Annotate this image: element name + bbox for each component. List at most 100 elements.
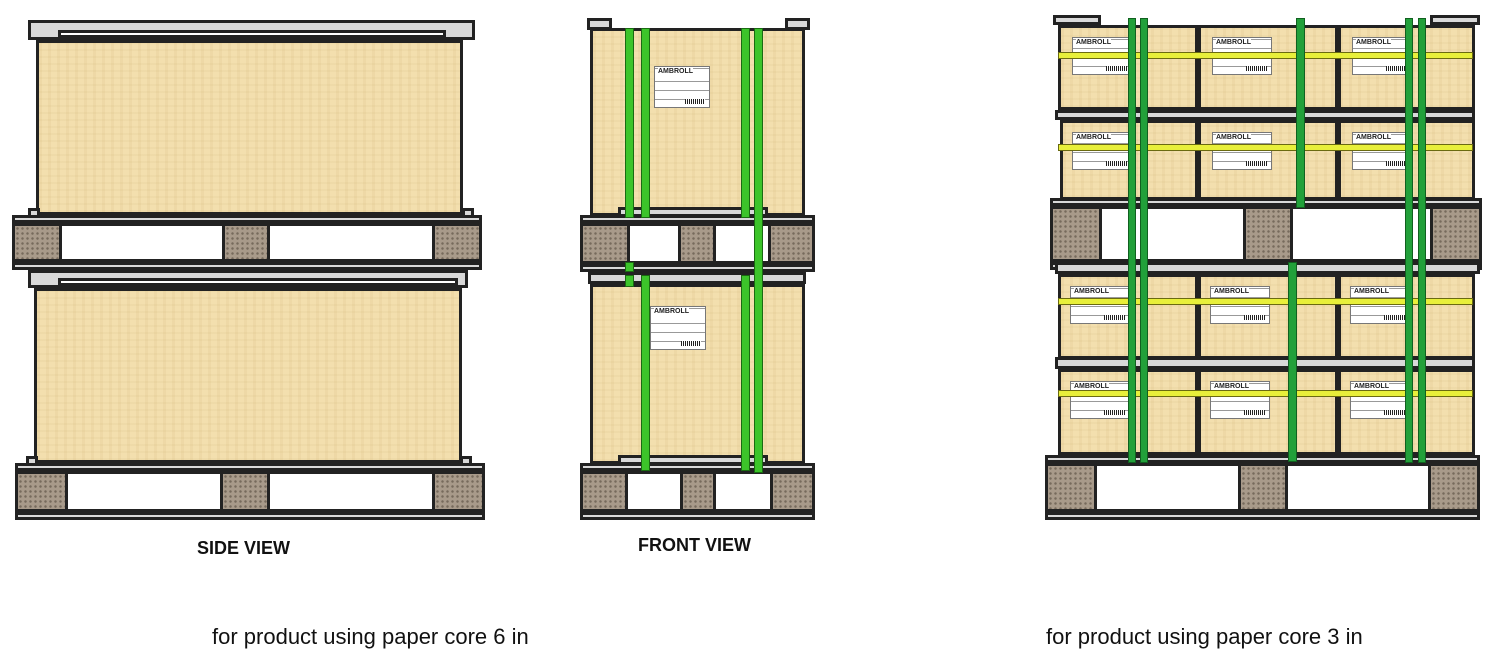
right-pallet-lower-top-deck — [1045, 455, 1480, 463]
box-divider — [1335, 25, 1341, 110]
right-pallet-lower-bottom-deck — [1045, 512, 1480, 520]
barcode-icon — [1106, 66, 1127, 71]
green-strap — [1405, 18, 1413, 463]
box-divider — [1335, 120, 1341, 200]
right-pallet-upper-block — [1430, 206, 1482, 262]
right-pallet-upper-block — [1050, 206, 1102, 262]
side-pallet-lower-top-deck — [15, 463, 485, 471]
front-mid-cap — [588, 272, 806, 284]
barcode-icon — [1386, 161, 1407, 166]
green-strap — [1288, 262, 1297, 462]
barcode-icon — [1104, 410, 1125, 415]
strap — [625, 262, 634, 272]
side-pallet-lower-bottom-deck — [15, 512, 485, 520]
side-pallet-upper-top-deck — [12, 215, 482, 223]
side-lower-box — [34, 288, 462, 463]
box-divider — [1195, 369, 1201, 455]
barcode-icon — [1244, 410, 1265, 415]
product-label: AMBROLL — [1072, 132, 1132, 170]
product-label: AMBROLL — [1350, 286, 1410, 324]
side-upper-box — [36, 40, 463, 215]
barcode-icon — [1104, 315, 1125, 320]
barcode-icon — [1246, 161, 1267, 166]
product-label: AMBROLL — [1352, 132, 1412, 170]
box-divider — [1195, 25, 1201, 110]
barcode-icon — [681, 341, 701, 346]
row-separator — [1055, 357, 1475, 369]
box-divider — [1195, 274, 1201, 359]
right-pallet-lower-block — [1238, 463, 1288, 512]
front-pallet-lower-block — [680, 471, 716, 512]
side-top-gap — [58, 30, 446, 38]
product-label: AMBROLL — [1212, 132, 1272, 170]
green-strap — [1418, 18, 1426, 463]
yellow-strap — [1058, 52, 1473, 59]
front-pallet-lower-top-deck — [580, 463, 815, 471]
yellow-strap — [1058, 144, 1473, 151]
front-pallet-lower-bottom-deck — [580, 512, 815, 520]
label-logo-text: AMBROLL — [1074, 383, 1109, 391]
strap — [641, 28, 650, 218]
side-mid-gap — [58, 278, 458, 286]
strap — [625, 28, 634, 218]
product-label: AMBROLL — [1070, 381, 1130, 419]
front-pallet-lower-block — [580, 471, 628, 512]
strap — [741, 28, 750, 218]
side-pallet-lower-block — [220, 471, 270, 512]
barcode-icon — [1106, 161, 1127, 166]
strap — [754, 28, 763, 473]
front-upper-box — [590, 28, 805, 216]
box-divider — [1335, 369, 1341, 455]
side-pallet-upper-block — [12, 223, 62, 262]
label-logo-text: AMBROLL — [658, 68, 693, 76]
side-pallet-upper-block — [222, 223, 270, 262]
green-strap — [1140, 18, 1148, 463]
barcode-icon — [1246, 66, 1267, 71]
yellow-strap — [1058, 298, 1473, 305]
label-logo-text: AMBROLL — [1354, 288, 1389, 296]
side-pallet-lower-block — [432, 471, 485, 512]
product-label: AMBROLL — [1070, 286, 1130, 324]
label-logo-text: AMBROLL — [1076, 39, 1111, 47]
strap — [641, 275, 650, 471]
right-pallet-lower-block — [1428, 463, 1480, 512]
label-logo-text: AMBROLL — [654, 308, 689, 316]
product-label: AMBROLL — [654, 66, 710, 108]
front-pallet-upper-top-deck — [580, 215, 815, 223]
row-separator — [1055, 110, 1475, 120]
side-view-caption: SIDE VIEW — [197, 538, 291, 558]
strap — [625, 275, 634, 287]
product-label: AMBROLL — [1350, 381, 1410, 419]
right-pallet-upper-top-deck — [1050, 198, 1482, 206]
label-logo-text: AMBROLL — [1076, 134, 1111, 142]
label-logo-text: AMBROLL — [1214, 288, 1249, 296]
side-pallet-upper-bottom-deck — [12, 262, 482, 270]
box-divider — [1335, 274, 1341, 359]
right-pallet-lower-block — [1045, 463, 1097, 512]
yellow-strap — [1058, 390, 1473, 397]
front-pallet-upper-block — [678, 223, 716, 264]
green-strap — [1128, 18, 1136, 463]
front-pallet-upper-block — [580, 223, 630, 264]
front-pallet-upper-bottom-deck — [580, 264, 815, 272]
right-mid-cap — [1055, 262, 1480, 274]
note-right: for product using paper core 3 in — [1046, 624, 1363, 649]
barcode-icon — [685, 99, 705, 104]
barcode-icon — [1386, 66, 1407, 71]
barcode-icon — [1244, 315, 1265, 320]
label-logo-text: AMBROLL — [1354, 383, 1389, 391]
note-left: for product using paper core 6 in — [212, 624, 529, 649]
product-label: AMBROLL — [1210, 286, 1270, 324]
label-logo-text: AMBROLL — [1216, 134, 1251, 142]
box-divider — [1195, 120, 1201, 200]
right-pallet-upper-block — [1243, 206, 1293, 262]
side-pallet-lower-block — [15, 471, 68, 512]
product-label: AMBROLL — [650, 306, 706, 350]
right-cap — [1053, 15, 1101, 25]
front-pallet-upper-block — [768, 223, 815, 264]
front-view-caption: FRONT VIEW — [638, 535, 751, 555]
label-logo-text: AMBROLL — [1074, 288, 1109, 296]
strap — [741, 275, 750, 471]
product-label: AMBROLL — [1210, 381, 1270, 419]
barcode-icon — [1384, 315, 1405, 320]
